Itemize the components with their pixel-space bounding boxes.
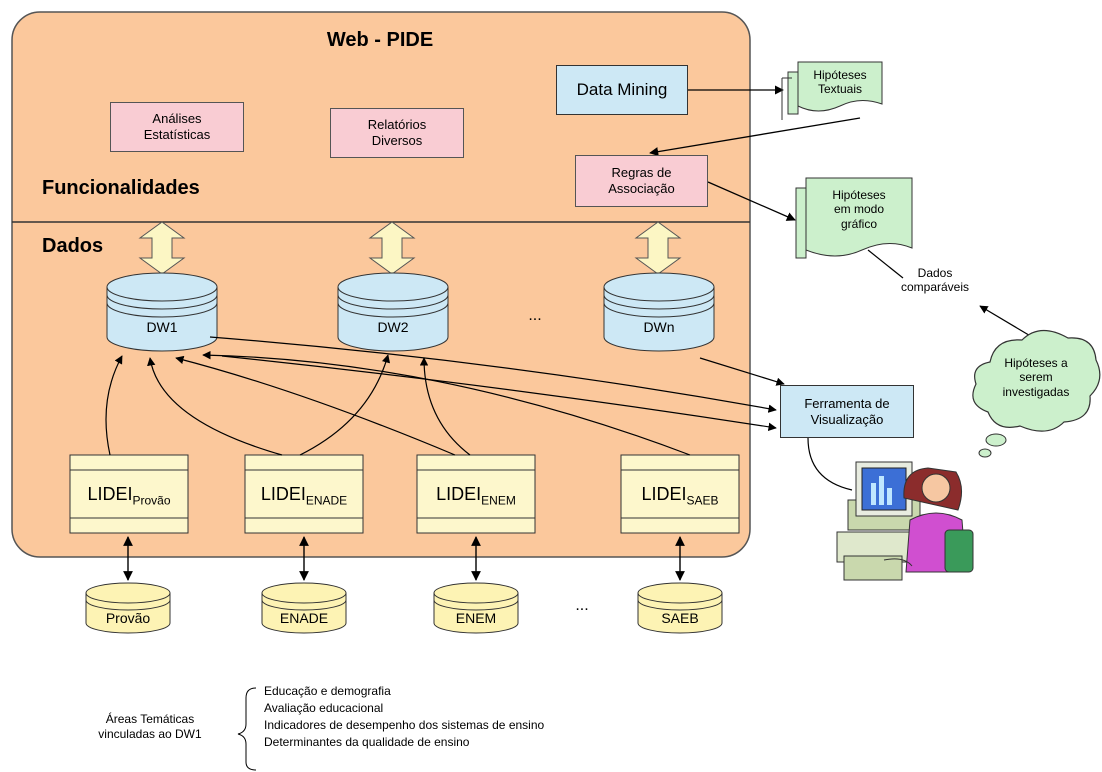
dados-comparaveis-label: Dados comparáveis xyxy=(900,266,970,295)
dw1-cylinder xyxy=(106,272,218,352)
area-item-4: Determinantes da qualidade de ensino xyxy=(264,735,470,749)
hipoteses-textuais-doc xyxy=(781,61,883,120)
dwn-label: DWn xyxy=(643,319,675,335)
arrow-lidei-saeb-dw1 xyxy=(202,350,691,456)
source-label-enade: ENADE xyxy=(279,610,329,626)
area-item-1: Educação e demografia xyxy=(264,684,391,698)
line-ferramenta-user xyxy=(807,437,853,491)
source-label-saeb: SAEB xyxy=(661,610,699,626)
lidei-box-provao xyxy=(69,454,189,534)
lidei-label-enem: LIDEIENEM xyxy=(436,484,516,508)
arrow-lidei-enem-dw1 xyxy=(175,355,456,456)
panel-title: Web - PIDE xyxy=(326,29,434,51)
dados-label: Dados xyxy=(42,235,104,257)
arrow-regras-grafico xyxy=(707,181,796,221)
area-item-3: Indicadores de desempenho dos sistemas d… xyxy=(264,718,545,732)
areas-brace xyxy=(237,687,257,771)
source-ellipsis: ... xyxy=(575,597,589,614)
arrow-dw1-ferramenta-a xyxy=(209,336,777,413)
line-grafico-dados xyxy=(867,249,904,279)
hipoteses-investigadas-label: Hipóteses a serem investigadas xyxy=(1002,356,1070,399)
dw1-label: DW1 xyxy=(146,319,178,335)
arrow-dwn-ferramenta xyxy=(699,357,785,386)
relatorios-diversos-box: Relatórios Diversos xyxy=(330,108,464,158)
source-cylinder-enade xyxy=(261,582,347,634)
source-cylinder-saeb xyxy=(637,582,723,634)
lidei-box-saeb xyxy=(620,454,740,534)
lidei-label-saeb: LIDEISAEB xyxy=(641,484,719,508)
dw2-cylinder xyxy=(337,272,449,352)
dw2-label: DW2 xyxy=(377,319,409,335)
lidei-label-provao: LIDEIProvão xyxy=(87,484,171,508)
lidei-box-enade xyxy=(244,454,364,534)
arrow-lidei-enade-dw2 xyxy=(299,354,391,456)
hipoteses-grafico-doc xyxy=(795,177,913,259)
ferramenta-visualizacao-box: Ferramenta de Visualização xyxy=(780,385,914,438)
arrow-lidei-enem-dw2 xyxy=(419,357,471,456)
area-item-2: Avaliação educacional xyxy=(264,701,384,715)
source-cylinder-provao xyxy=(85,582,171,634)
data-mining-box: Data Mining xyxy=(556,65,688,115)
user-at-computer-illustration xyxy=(836,461,974,581)
funcionalidades-label: Funcionalidades xyxy=(42,177,200,199)
analises-estatisticas-box: Análises Estatísticas xyxy=(110,102,244,152)
source-label-enem: ENEM xyxy=(455,610,497,626)
dw-ellipsis: ... xyxy=(528,307,542,324)
areas-tematicas-label: Áreas Temáticas vinculadas ao DW1 xyxy=(98,712,202,741)
hipoteses-grafico-label: Hipóteses em modo gráfico xyxy=(832,188,886,231)
source-cylinder-enem xyxy=(433,582,519,634)
lidei-box-enem xyxy=(416,454,536,534)
hipoteses-textuais-label: Hipóteses Textuais xyxy=(813,68,867,97)
dwn-cylinder xyxy=(603,272,715,352)
arrow-dw1-ferramenta-b xyxy=(221,355,777,431)
arrow-lidei-enade-dw1 xyxy=(147,357,283,456)
arrow-textuais-regras xyxy=(649,117,861,157)
source-label-provao: Provão xyxy=(105,610,151,626)
lidei-label-enade: LIDEIENADE xyxy=(260,484,348,508)
arrow-lidei-provao-dw1 xyxy=(105,355,123,456)
regras-associacao-box: Regras de Associação xyxy=(575,155,708,207)
thought-cloud xyxy=(972,329,1101,458)
